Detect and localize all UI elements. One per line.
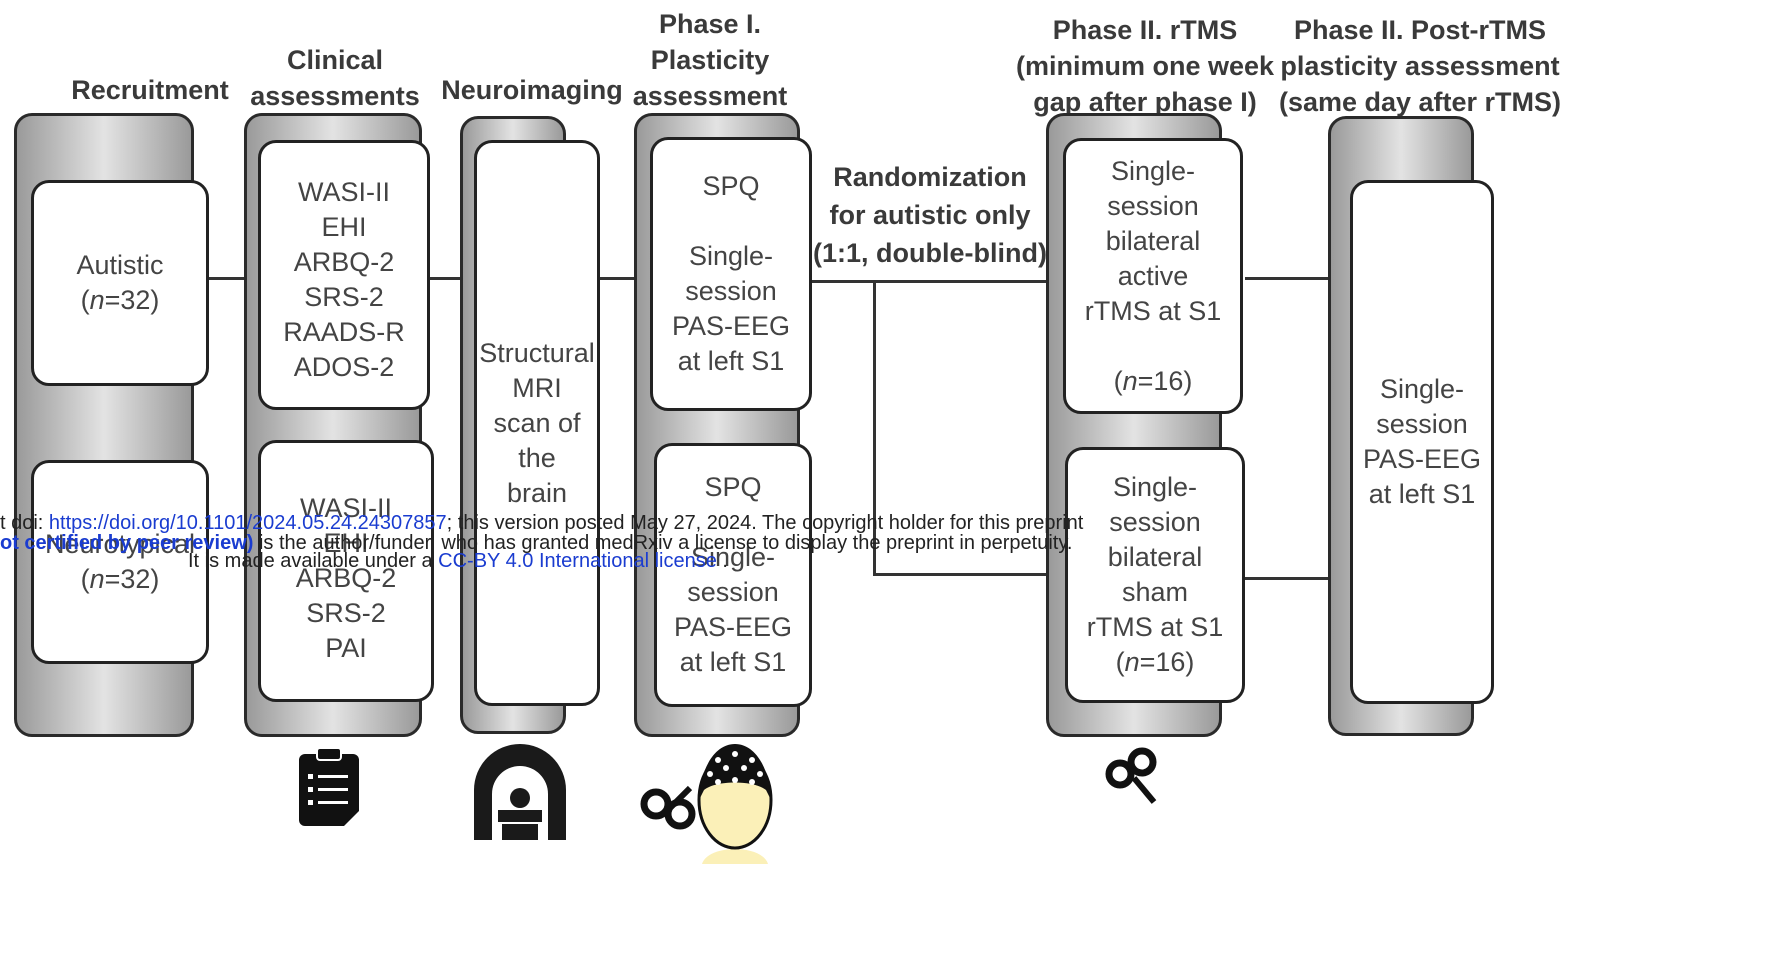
- preprint-notice-line1: t doi: https://doi.org/10.1101/2024.05.2…: [0, 512, 1083, 534]
- notice-line1-text: ; this version posted May 27, 2024. The …: [446, 512, 1084, 534]
- randomization-line3: (1:1, double-blind): [813, 238, 1047, 268]
- header-phase1: Phase I. Plasticity assessment: [632, 9, 788, 111]
- phase1-neurotypical-box: SPQ Single- session PAS-EEG at left S1: [654, 443, 812, 707]
- connector-line: [420, 277, 465, 280]
- randomization-label: Randomization for autistic only (1:1, doub…: [812, 158, 1048, 272]
- preprint-notice-line3: It is made available under a CC-BY 4.0 I…: [188, 550, 728, 572]
- randomization-line1: Randomization: [833, 162, 1027, 192]
- header-clinical: Clinical assessments: [250, 45, 420, 111]
- license-link[interactable]: CC-BY 4.0 International license: [438, 550, 717, 572]
- clinical-autistic-box: WASI-II EHI ARBQ-2 SRS-2 RAADS-R ADOS-2: [258, 140, 430, 410]
- doi-link[interactable]: https://doi.org/10.1101/2024.05.24.24307…: [48, 512, 447, 534]
- connector-line: [1245, 577, 1335, 580]
- autistic-label: Autistic: [76, 250, 164, 280]
- post-rtms-box: Single- session PAS-EEG at left S1: [1350, 180, 1494, 704]
- randomization-line2-pre: for: [829, 200, 873, 230]
- rtms-active-count: 16: [1153, 365, 1184, 396]
- notice-line2-text: is the author/funder, who has granted me…: [253, 532, 1073, 554]
- eeg-cap-icon: [697, 744, 773, 864]
- header-phase2-post: Phase II. Post-rTMS plasticity assessmen…: [1278, 15, 1562, 117]
- autistic-count: 32: [120, 285, 151, 315]
- mri-box: Structural MRI scan of the brain: [474, 140, 600, 706]
- neurotypical-label: Neurotypical: [44, 529, 196, 559]
- header-neuroimaging: Neuroimaging: [441, 75, 623, 105]
- tms-coil-icon: [640, 785, 696, 830]
- randomization-line2-post: only: [967, 200, 1031, 230]
- clinical-neurotypical-box: WASI-II EHI ARBQ-2 SRS-2 PAI: [258, 440, 434, 702]
- notice-line3-pre: It is made available under a: [188, 550, 439, 572]
- neurotypical-group-box: Neurotypical(n=32): [31, 460, 209, 664]
- peer-review-link[interactable]: ot certified by peer review): [0, 532, 254, 554]
- connector-line: [1245, 277, 1335, 280]
- header-phase2: Phase II. rTMS (minimum one week gap aft…: [1015, 15, 1275, 117]
- rtms-active-box: Single- session bilateral active rTMS at…: [1063, 138, 1243, 414]
- autistic-group-box: Autistic(n=32): [31, 180, 209, 386]
- mri-scanner-icon: [474, 744, 566, 840]
- connector-line: [873, 280, 876, 575]
- connector-line: [873, 573, 1050, 576]
- notice-line3-post: .: [716, 550, 728, 572]
- header-recruitment: Recruitment: [71, 75, 229, 105]
- phase1-autistic-box: SPQ Single- session PAS-EEG at left S1: [650, 137, 812, 411]
- preprint-notice-line2: ot certified by peer review) is the auth…: [0, 532, 1072, 554]
- rtms-sham-box: Single- session bilateral sham rTMS at S…: [1065, 447, 1245, 703]
- tms-coil-icon: [1105, 747, 1157, 804]
- neurotypical-count: 32: [120, 564, 151, 594]
- notice-doi-prefix: t doi:: [0, 512, 49, 534]
- connector-line: [805, 280, 1050, 283]
- randomization-line2-bold: autistic: [872, 200, 968, 230]
- rtms-sham-count: 16: [1155, 647, 1186, 677]
- clipboard-icon: [299, 747, 359, 826]
- rtms-sham-text: Single- session bilateral sham rTMS at S…: [1086, 472, 1224, 642]
- rtms-active-text: Single- session bilateral active rTMS at…: [1084, 155, 1222, 326]
- connector-line: [190, 277, 250, 280]
- connector-line: [600, 277, 640, 280]
